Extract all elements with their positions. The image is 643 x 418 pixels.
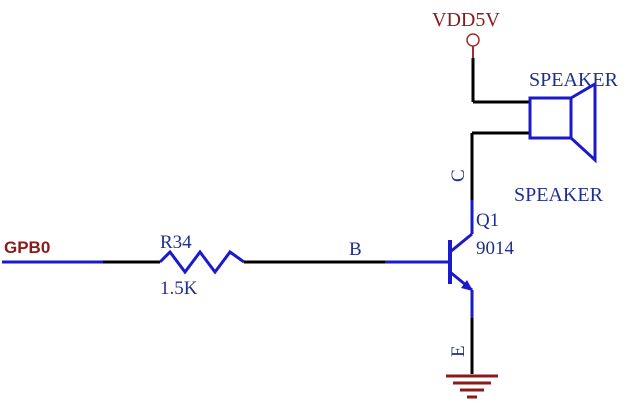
collector-net-label: C: [448, 169, 469, 182]
vdd5v-power-terminal: [466, 33, 480, 47]
speaker-cone: [569, 81, 597, 164]
resistor-r34-symbol: [158, 249, 245, 275]
base-net-label: B: [349, 239, 362, 260]
gpb0-net-label: GPB0: [4, 238, 50, 257]
resistor-value: 1.5K: [160, 278, 198, 299]
transistor-collector-leg: [449, 232, 473, 254]
transistor-designator: Q1: [476, 210, 499, 231]
speaker-body: [528, 96, 573, 140]
ground-symbol: [446, 374, 498, 399]
transistor-emitter-arrow: [461, 280, 473, 291]
speaker-bottom-label: SPEAKER: [514, 184, 604, 206]
resistor-designator: R34: [160, 232, 192, 253]
transistor-part-number: 9014: [476, 238, 515, 259]
emitter-net-label: E: [448, 345, 469, 357]
vdd5v-net-label: VDD5V: [432, 9, 500, 31]
speaker-top-label: SPEAKER: [529, 69, 619, 91]
